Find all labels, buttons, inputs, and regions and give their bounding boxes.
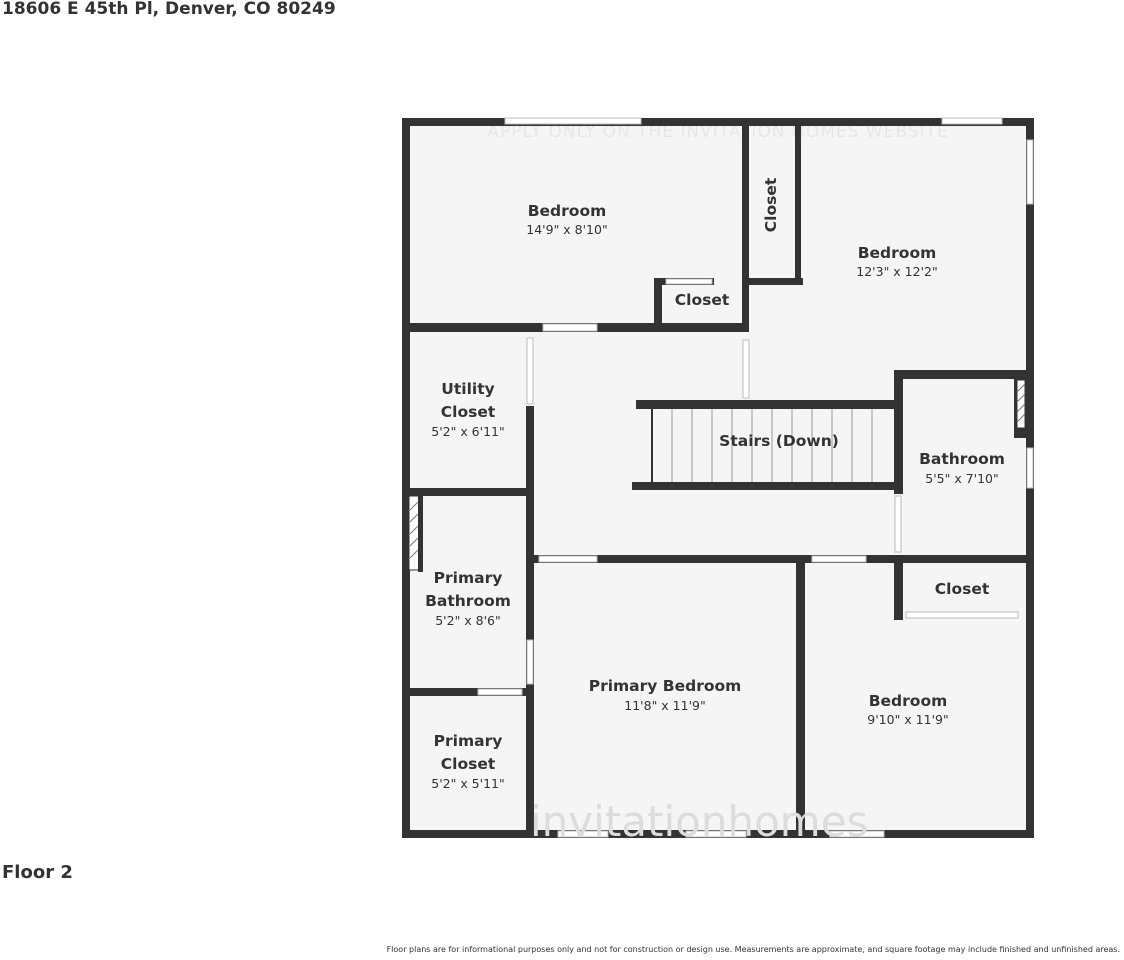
room-name: Bedroom <box>858 244 937 262</box>
room-name-line-1: Primary <box>434 732 503 750</box>
room-name: Closet <box>935 580 990 598</box>
room-bedroom-1: Bedroom 14'9" x 8'10" <box>526 202 607 237</box>
room-dimensions: 5'2" x 5'11" <box>431 776 504 791</box>
room-closet-small: Closet <box>675 291 730 309</box>
room-name: Stairs (Down) <box>719 432 839 450</box>
room-name-line-1: Primary <box>434 569 503 587</box>
room-closet-right: Closet <box>935 580 990 598</box>
room-primary-bathroom: Primary Bathroom 5'2" x 8'6" <box>425 569 511 628</box>
disclaimer-text: Floor plans are for informational purpos… <box>386 945 1120 954</box>
room-primary-bedroom: Primary Bedroom 11'8" x 11'9" <box>589 677 742 713</box>
room-bathroom: Bathroom 5'5" x 7'10" <box>919 450 1005 486</box>
watermark-top: APPLY ONLY ON THE INVITATION HOMES WEBSI… <box>487 122 948 142</box>
room-name: Bedroom <box>528 202 607 220</box>
room-primary-closet: Primary Closet 5'2" x 5'11" <box>431 732 504 791</box>
room-dimensions: 5'2" x 6'11" <box>431 424 504 439</box>
room-name-line-2: Bathroom <box>425 592 511 610</box>
room-name-line-2: Closet <box>441 755 496 773</box>
room-dimensions: 5'5" x 7'10" <box>925 471 998 486</box>
room-name-line-2: Closet <box>441 403 496 421</box>
floor-label: Floor 2 <box>2 862 73 883</box>
room-name: Closet <box>675 291 730 309</box>
room-dimensions: 12'3" x 12'2" <box>856 264 937 279</box>
room-name: Primary Bedroom <box>589 677 742 695</box>
watermark-bottom: invitationhomes <box>530 797 868 846</box>
room-bedroom-2: Bedroom 12'3" x 12'2" <box>856 244 937 279</box>
openings <box>477 117 1034 838</box>
room-stairs: Stairs (Down) <box>719 432 839 450</box>
room-utility-closet: Utility Closet 5'2" x 6'11" <box>431 380 504 439</box>
room-name: Closet <box>762 177 780 232</box>
stairs-treads <box>671 408 873 484</box>
address-title: 18606 E 45th Pl, Denver, CO 80249 <box>2 0 336 19</box>
room-dimensions: 14'9" x 8'10" <box>526 222 607 237</box>
room-name-line-1: Utility <box>441 380 494 398</box>
room-dimensions: 9'10" x 11'9" <box>867 712 948 727</box>
room-closet-vertical: Closet <box>762 177 780 232</box>
hatched-segments <box>408 379 1026 572</box>
room-name: Bedroom <box>869 692 948 710</box>
room-name: Bathroom <box>919 450 1005 468</box>
room-dimensions: 11'8" x 11'9" <box>624 698 705 713</box>
room-bedroom-3: Bedroom 9'10" x 11'9" <box>867 692 948 727</box>
room-dimensions: 5'2" x 8'6" <box>435 613 501 628</box>
floor-area <box>404 120 1032 836</box>
